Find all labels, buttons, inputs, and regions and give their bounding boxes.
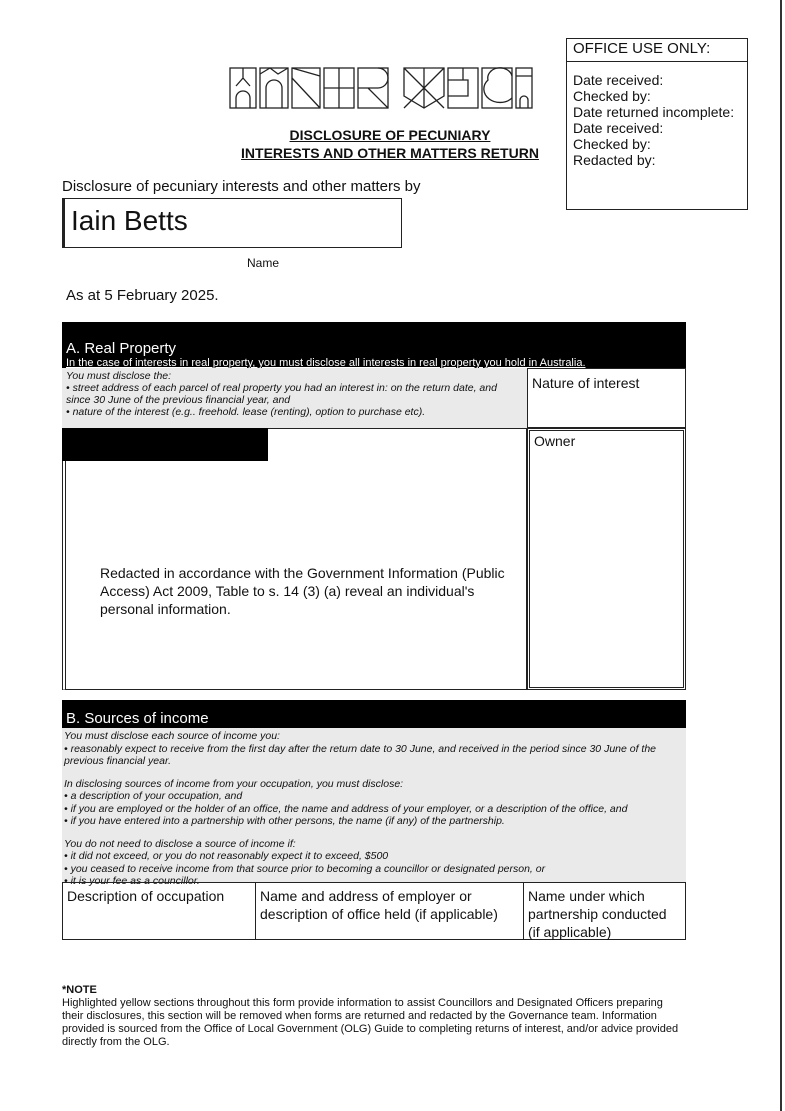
instruction-item: if you are employed or the holder of an …: [70, 802, 628, 815]
name-label: Name: [247, 256, 280, 270]
nature-of-interest-header: Nature of interest: [527, 368, 686, 428]
note-text: Highlighted yellow sections throughout t…: [62, 997, 679, 1048]
office-field: Redacted by:: [573, 152, 656, 168]
section-b-heading: B. Sources of income: [62, 700, 686, 728]
income-table-header: Description of occupation Name and addre…: [62, 882, 686, 940]
redaction-notice: Redacted in accordance with the Governme…: [100, 565, 505, 617]
col-employer-name-address: Name and address of employer or descript…: [256, 883, 524, 939]
note-section: *NOTE Highlighted yellow sections throug…: [62, 984, 682, 1049]
col-description-of-occupation: Description of occupation: [63, 883, 256, 939]
instruction-title: You must disclose the:: [66, 370, 172, 382]
instruction-item: it did not exceed, or you do not reasona…: [70, 850, 389, 862]
office-field: Checked by:: [573, 88, 651, 104]
instruction-item: if you have entered into a partnership w…: [70, 815, 505, 827]
form-title-line-2: INTERESTS AND OTHER MATTERS RETURN: [241, 145, 539, 161]
instruction-item: • street address of each parcel of real …: [66, 382, 497, 406]
disclosure-byline: Disclosure of pecuniary interests and ot…: [62, 178, 421, 195]
office-use-title: OFFICE USE ONLY:: [567, 41, 747, 62]
office-field: Checked by:: [573, 136, 651, 152]
section-a-header: A. Real Property In the case of interest…: [62, 322, 686, 369]
office-field: Date returned incomplete:: [573, 104, 735, 120]
owner-field[interactable]: Owner: [527, 428, 686, 690]
note-title: *NOTE: [62, 984, 97, 996]
scan-edge-line: [780, 0, 782, 1111]
instruction-item: a description of your occupation, and: [70, 790, 243, 802]
instruction-title: In disclosing sources of income from you…: [64, 777, 404, 790]
office-use-box: OFFICE USE ONLY: Date received: Checked …: [566, 38, 748, 210]
name-field[interactable]: Iain Betts: [62, 198, 402, 248]
section-a-heading: A. Real Property: [66, 340, 177, 357]
instruction-item: reasonably expect to receive from the fi…: [64, 742, 657, 768]
section-a-subheading: In the case of interests in real propert…: [66, 357, 586, 369]
inner-west-logo: [229, 67, 533, 109]
instruction-title: You must disclose each source of income …: [64, 730, 280, 742]
real-property-field[interactable]: [62, 428, 527, 690]
as-at-date: As at 5 February 2025.: [66, 287, 219, 304]
instruction-item: it is your fee as a councillor.: [70, 875, 200, 887]
office-field: Date received:: [573, 72, 664, 88]
instruction-title: You do not need to disclose a source of …: [64, 837, 296, 850]
instruction-item: • nature of the interest (e.g.. freehold…: [66, 406, 426, 418]
form-title-line-1: DISCLOSURE OF PECUNIARY: [289, 127, 491, 143]
instruction-item: you ceased to receive income from that s…: [70, 862, 546, 875]
col-partnership-name: Name under which partnership conducted (…: [528, 888, 667, 940]
redaction-bar: [62, 428, 268, 461]
section-b-instructions: You must disclose each source of income …: [62, 728, 686, 887]
section-a-instructions: You must disclose the: • street address …: [62, 368, 527, 428]
office-field: Date received:: [573, 120, 664, 136]
